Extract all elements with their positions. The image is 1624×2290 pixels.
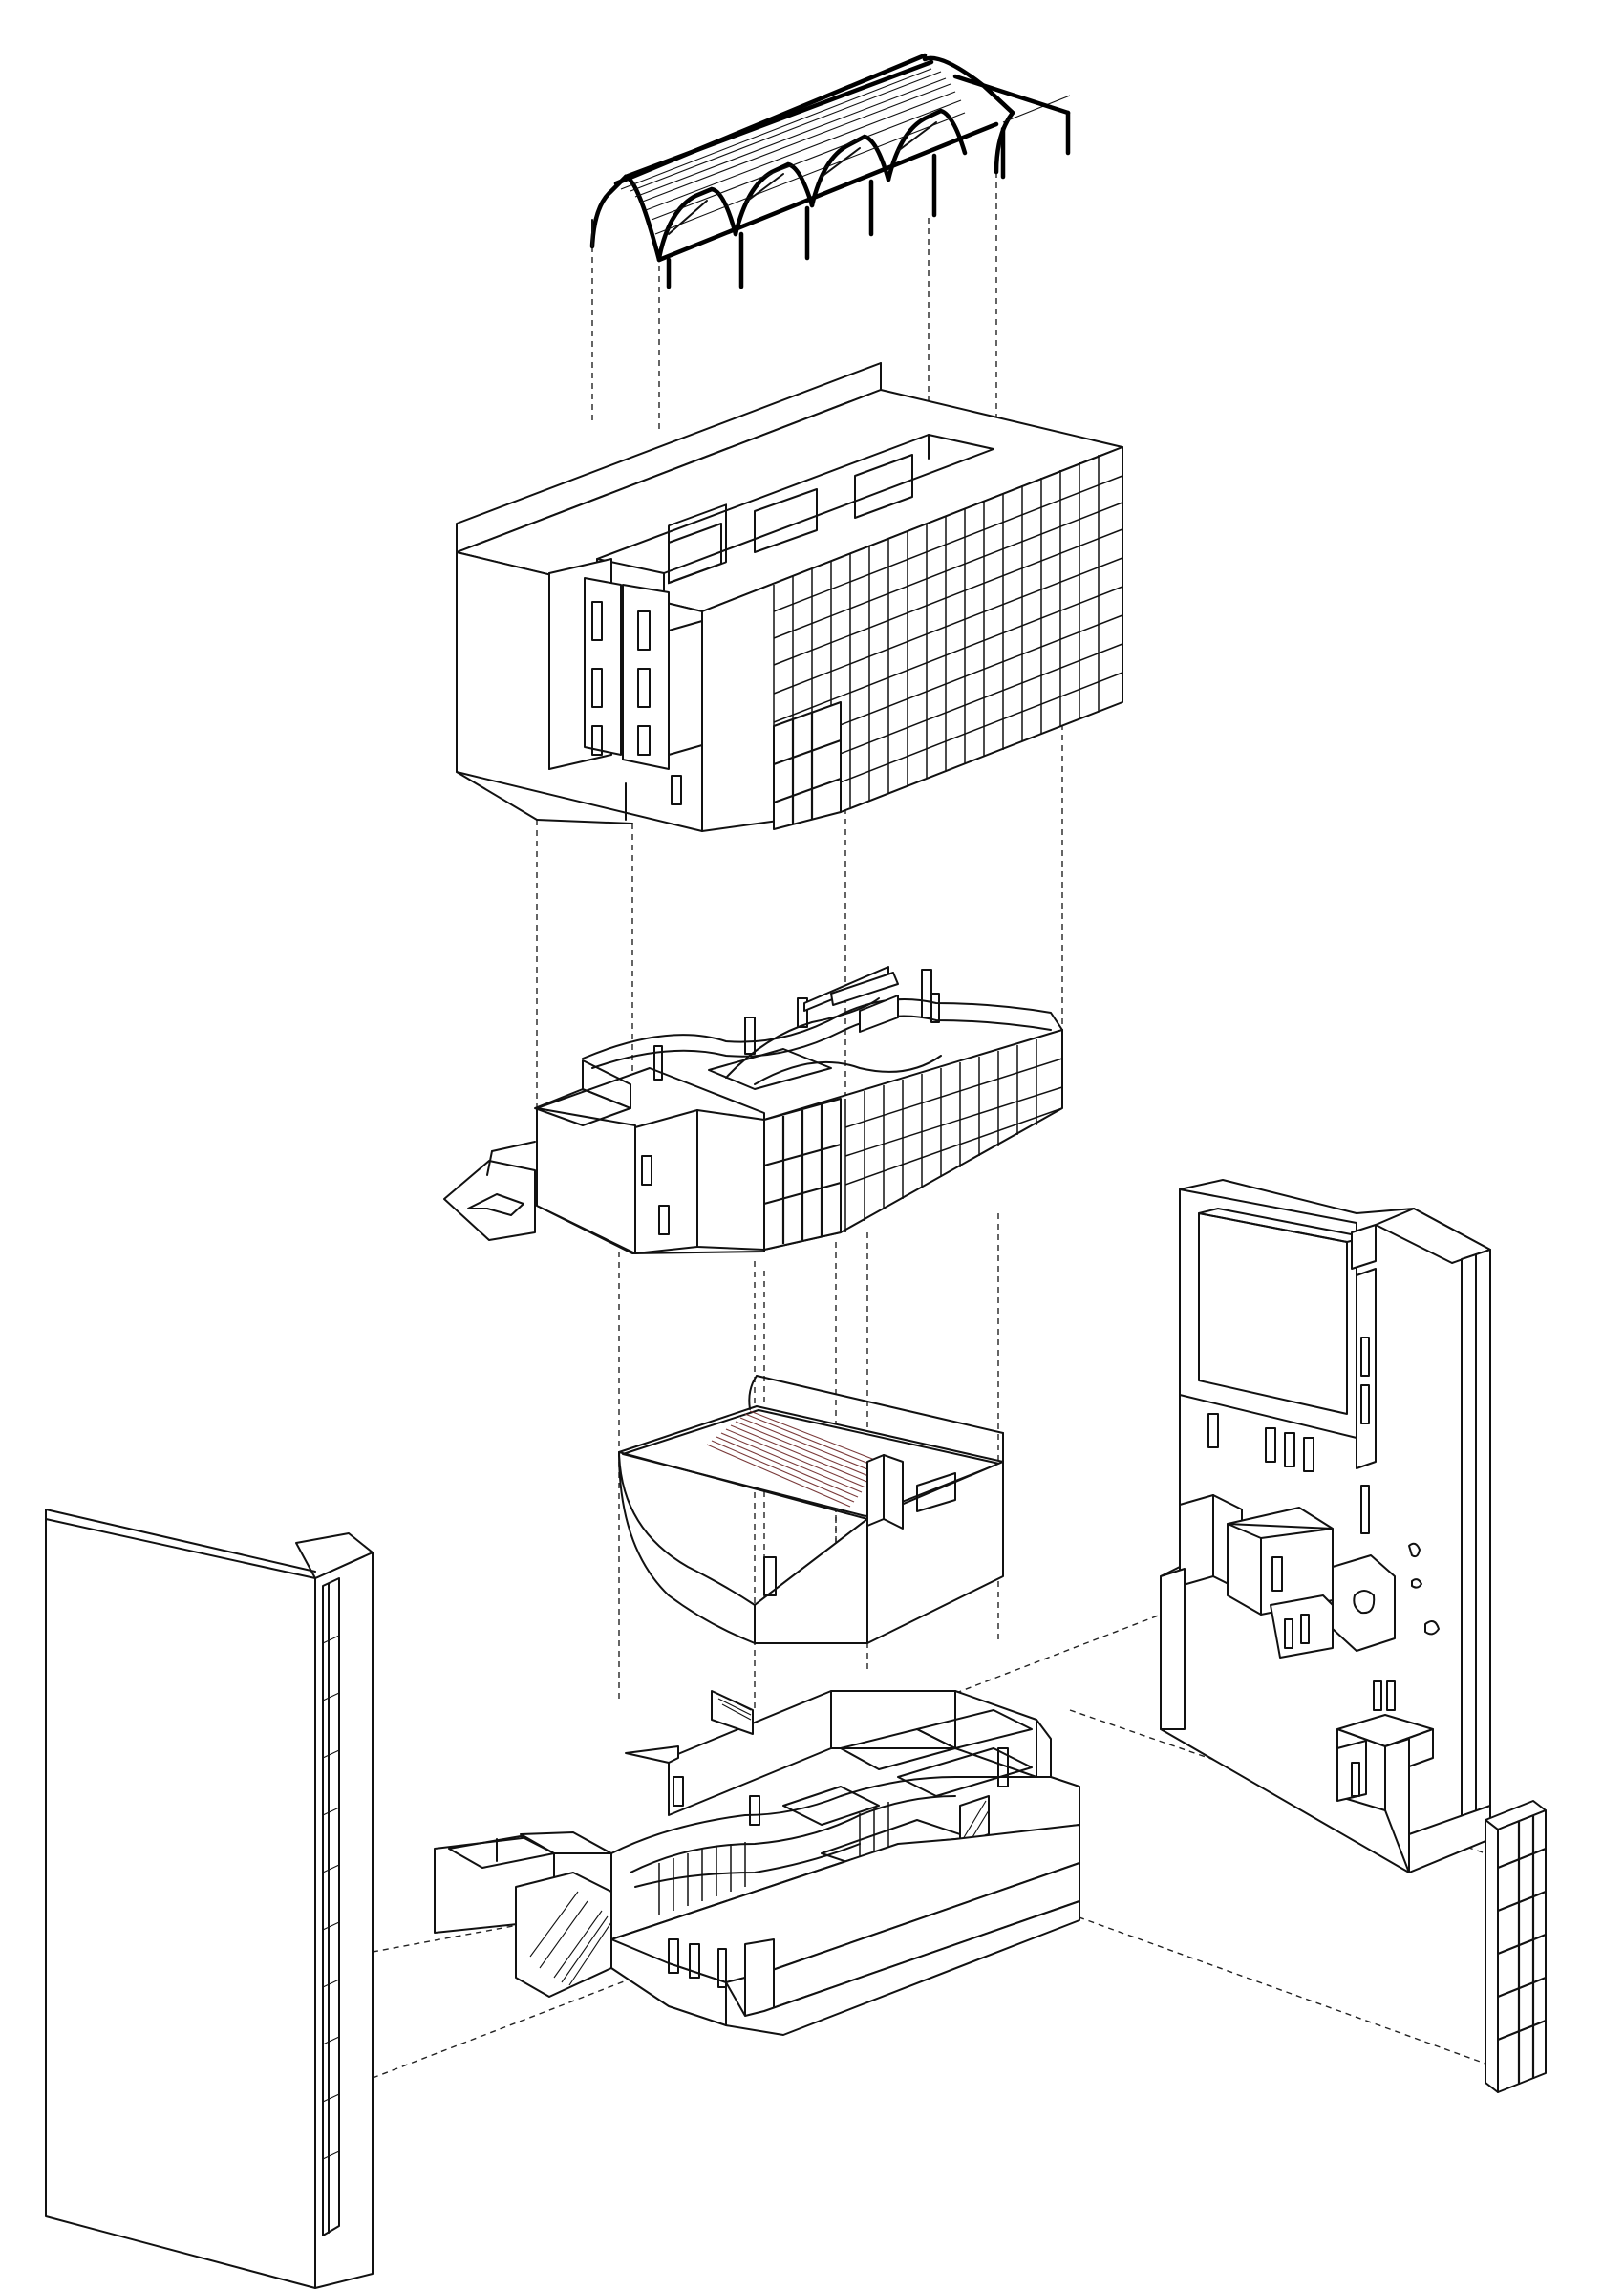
middle-floor-glazing xyxy=(844,1039,1063,1232)
roof-truss xyxy=(589,53,1071,289)
adjacent-facade-right xyxy=(1485,1800,1547,2093)
auditorium-volume xyxy=(618,1375,1004,1644)
auditorium-seating-hatch xyxy=(706,1410,886,1508)
adjacent-building-left xyxy=(45,1509,374,2289)
upper-volume xyxy=(456,362,1123,832)
left-building-windows xyxy=(322,1635,340,2160)
ground-floor xyxy=(434,1690,1080,2036)
adjacent-building-right xyxy=(1160,1179,1491,1873)
ground-stair-hatch xyxy=(529,1891,612,1986)
middle-floor xyxy=(443,966,1063,1254)
ground-floor-glazing xyxy=(658,1802,889,1915)
small-facade-grid xyxy=(1497,1816,1547,2085)
